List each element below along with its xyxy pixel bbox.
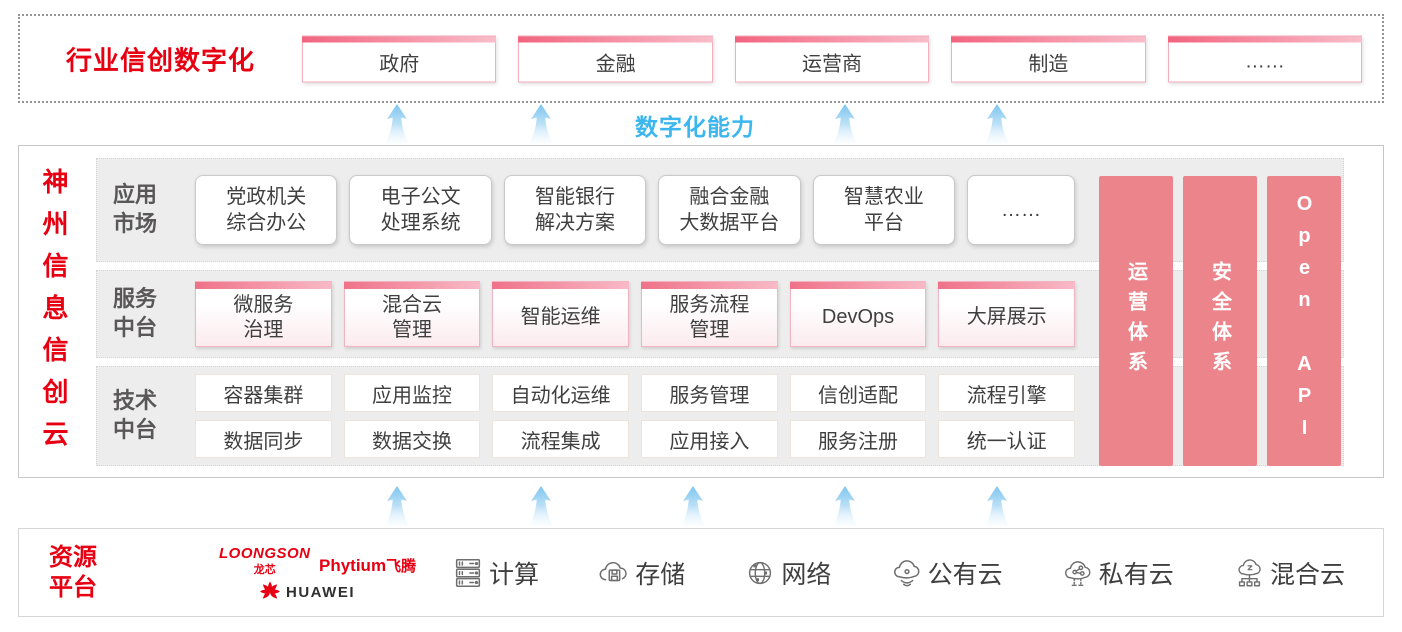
platform-vertical-title: 神州信息信创云 xyxy=(39,168,69,462)
industry-box-government: 政府 xyxy=(302,35,497,82)
service-item-box: 服务流程 管理 xyxy=(641,281,778,347)
app-item-box: 智慧农业 平台 xyxy=(812,175,956,245)
huawei-flower-icon xyxy=(259,579,281,606)
resource-item-public-cloud: 公有云 xyxy=(890,555,1003,591)
up-arrow-icon xyxy=(522,104,560,144)
tech-item-box: 流程集成 xyxy=(492,420,630,458)
loongson-logo-cn: 龙芯 xyxy=(253,564,276,576)
tech-items-row-1: 容器集群 应用监控 自动化运维 服务管理 信创适配 流程引擎 xyxy=(195,374,1076,412)
app-item-box: 智能银行 解决方案 xyxy=(503,175,647,245)
server-icon xyxy=(451,556,485,590)
loongson-logo: LOONGSON 龙芯 xyxy=(219,545,311,577)
service-items: 微服务 治理 混合云 管理 智能运维 服务流程 管理 DevOps 大屏展示 xyxy=(195,281,1076,347)
up-arrow-icon xyxy=(978,486,1016,526)
resource-items: 计算 存储 xyxy=(451,555,1345,591)
industry-box-manufacturing: 制造 xyxy=(951,35,1147,82)
resource-platform-title: 资源 平台 xyxy=(49,544,97,601)
hybrid-cloud-icon xyxy=(1232,556,1266,590)
private-cloud-icon xyxy=(1061,556,1095,590)
phytium-logo-cn: 飞腾 xyxy=(386,558,417,575)
tech-item-box: 自动化运维 xyxy=(492,374,630,412)
resource-item-compute: 计算 xyxy=(451,555,539,591)
resource-item-network: 网络 xyxy=(743,555,831,591)
huawei-logo: HUAWEI xyxy=(259,579,355,606)
service-item-box: 智能运维 xyxy=(492,281,630,347)
resource-item-label: 混合云 xyxy=(1269,560,1345,589)
app-item-box: 电子公文 处理系统 xyxy=(349,175,492,245)
resource-platform-box: 资源 平台 LOONGSON 龙芯 Phytium飞腾 xyxy=(18,528,1384,617)
row-tech-platform: 技术 中台 容器集群 应用监控 自动化运维 服务管理 信创适配 流程引擎 数据同… xyxy=(96,366,1344,466)
up-arrow-icon xyxy=(522,486,560,526)
network-globe-icon xyxy=(743,556,777,590)
app-item-box: 党政机关 综合办公 xyxy=(195,175,338,245)
tech-item-box: 服务注册 xyxy=(789,420,927,458)
tech-item-box: 数据同步 xyxy=(195,420,332,458)
resource-item-label: 存储 xyxy=(635,560,686,589)
up-arrow-icon xyxy=(674,486,712,526)
resource-item-label: 网络 xyxy=(781,560,832,589)
resource-item-private-cloud: 私有云 xyxy=(1061,555,1174,591)
up-arrow-icon xyxy=(978,104,1016,144)
resource-item-label: 私有云 xyxy=(1098,560,1174,589)
up-arrow-icon xyxy=(826,486,864,526)
tech-item-box: 流程引擎 xyxy=(938,374,1076,412)
app-item-box-ellipsis: …… xyxy=(967,175,1076,245)
tech-items: 容器集群 应用监控 自动化运维 服务管理 信创适配 流程引擎 数据同步 数据交换… xyxy=(195,374,1076,458)
resource-item-label: 计算 xyxy=(489,560,540,589)
industry-box-finance: 金融 xyxy=(518,35,714,82)
up-arrow-icon xyxy=(826,104,864,144)
phytium-logo-text: Phytium xyxy=(319,556,387,575)
phytium-logo: Phytium飞腾 xyxy=(319,555,416,576)
up-arrow-icon xyxy=(378,486,416,526)
tech-item-box: 数据交换 xyxy=(343,420,481,458)
row-label-app-market: 应用 市场 xyxy=(113,182,158,236)
row-label-service-platform: 服务 中台 xyxy=(113,286,158,340)
loongson-logo-text: LOONGSON xyxy=(219,545,311,562)
industry-banner: 行业信创数字化 政府 金融 运营商 制造 …… xyxy=(18,14,1384,103)
platform-pillars: 运营体系 安全体系 Open API xyxy=(1099,176,1341,466)
industry-box-operator: 运营商 xyxy=(734,35,930,82)
resource-item-label: 公有云 xyxy=(927,560,1003,589)
app-item-box: 融合金融 大数据平台 xyxy=(658,175,801,245)
industry-list: 政府 金融 运营商 制造 …… xyxy=(302,35,1363,82)
pillar-open-api: Open API xyxy=(1267,176,1341,466)
service-item-box: 微服务 治理 xyxy=(195,281,332,347)
public-cloud-icon xyxy=(890,556,924,590)
tech-item-box: 服务管理 xyxy=(641,374,778,412)
tech-item-box: 应用接入 xyxy=(641,420,778,458)
service-item-box: 大屏展示 xyxy=(938,281,1076,347)
tech-item-box: 容器集群 xyxy=(195,374,332,412)
app-market-items: 党政机关 综合办公 电子公文 处理系统 智能银行 解决方案 融合金融 大数据平台… xyxy=(195,175,1076,245)
service-item-box: DevOps xyxy=(789,281,927,347)
tech-items-row-2: 数据同步 数据交换 流程集成 应用接入 服务注册 统一认证 xyxy=(195,420,1076,458)
pillar-operations-system: 运营体系 xyxy=(1099,176,1173,466)
resource-item-hybrid-cloud: 混合云 xyxy=(1232,555,1345,591)
row-label-tech-platform: 技术 中台 xyxy=(113,388,158,442)
tech-item-box: 统一认证 xyxy=(938,420,1076,458)
digital-capability-label: 数字化能力 xyxy=(635,114,755,140)
service-item-box: 混合云 管理 xyxy=(343,281,481,347)
up-arrow-icon xyxy=(378,104,416,144)
huawei-logo-text: HUAWEI xyxy=(286,584,355,601)
pillar-security-system: 安全体系 xyxy=(1183,176,1257,466)
tech-item-box: 应用监控 xyxy=(343,374,481,412)
industry-box-ellipsis: …… xyxy=(1167,35,1363,82)
platform-rows: 应用 市场 党政机关 综合办公 电子公文 处理系统 智能银行 解决方案 融合金融… xyxy=(96,158,1344,466)
storage-cloud-icon xyxy=(597,556,631,590)
industry-banner-title: 行业信创数字化 xyxy=(66,45,256,75)
tech-item-box: 信创适配 xyxy=(789,374,927,412)
resource-item-storage: 存储 xyxy=(597,555,685,591)
cloud-platform-box: 神州信息信创云 应用 市场 党政机关 综合办公 电子公文 处理系统 智能银行 解… xyxy=(18,145,1384,478)
